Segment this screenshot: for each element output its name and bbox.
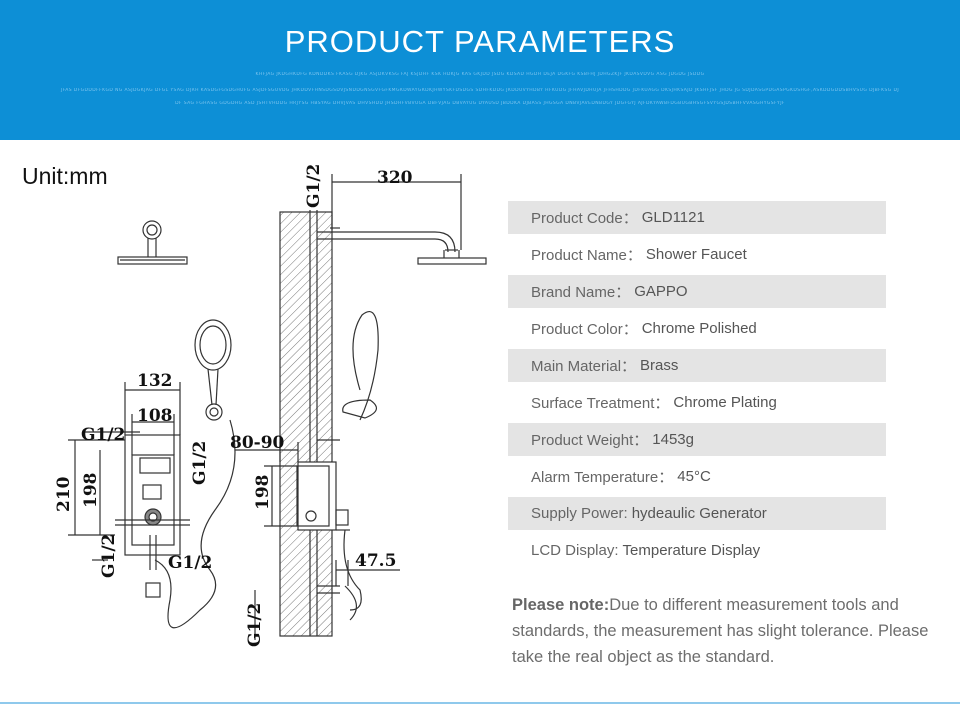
param-row-product-color: Product Color：Chrome Polished (508, 310, 886, 347)
page-title: PRODUCT PARAMETERS (284, 24, 676, 59)
dim-320-label: 320 (377, 168, 413, 188)
dim-210-label: 210 (54, 476, 74, 512)
param-row-alarm-temperature: Alarm Temperature：45°C (508, 458, 886, 495)
banner-subtitle-line-3: DF SAG FGHASG GDGDHG ASD JSHTVHDDG HRJYS… (175, 101, 785, 106)
footer-divider (0, 702, 960, 704)
param-key: Product Code： (531, 210, 638, 227)
param-key: LCD Display: (531, 542, 619, 559)
param-key: Product Weight： (531, 432, 649, 449)
g12-bottom-left-label: G1/2 (99, 534, 119, 578)
param-value: Chrome Plating (673, 394, 777, 411)
dim-198-left-label: 198 (81, 473, 101, 509)
dim-198-right-label: 198 (253, 475, 273, 511)
g12-box-right-label: G1/2 (190, 441, 210, 485)
param-value: GLD1121 (641, 209, 705, 226)
dim-132-label: 132 (137, 371, 173, 391)
technical-drawing: 320 G1/2 132 108 G1/2 G1/2 210 198 G1/2 … (54, 164, 487, 647)
param-key: Brand Name： (531, 284, 631, 301)
note-text: Due to different measurement tools and s… (512, 596, 929, 666)
dim-80-90-label: 80-90 (230, 433, 285, 453)
param-row-product-weight: Product Weight：1453g (508, 423, 886, 456)
banner-subtitle-line-2: JFAS DFGDDDFFKGD NG ASJDGKJAG DFGL YSAG … (60, 88, 900, 93)
param-key: Product Color： (531, 321, 638, 338)
dim-47-5-label: 47.5 (355, 551, 396, 571)
param-row-product-code: Product Code：GLD1121 (508, 201, 886, 234)
param-key: Supply Power: (531, 505, 628, 522)
param-key: Main Material： (531, 358, 637, 375)
g12-bottom-mid-label: G1/2 (168, 553, 212, 573)
param-row-supply-power: Supply Power:hydeaulic Generator (508, 497, 886, 530)
banner-subtitle-line-1: KHFJAG JKDGHKDFG KDNDDKS FKASG DJKG ASJD… (255, 72, 705, 77)
param-value: Brass (640, 357, 679, 374)
unit-label: Unit:mm (22, 163, 108, 189)
g12-top-label: G1/2 (304, 164, 324, 208)
parameter-table: Product Code：GLD1121 Product Name：Shower… (508, 201, 886, 571)
param-row-surface-treatment: Surface Treatment：Chrome Plating (508, 384, 886, 421)
note-label: Please note: (512, 596, 610, 614)
param-row-lcd-display: LCD Display:Temperature Display (508, 532, 886, 569)
g12-left-label: G1/2 (81, 425, 125, 445)
g12-bottom-right-label: G1/2 (245, 603, 265, 647)
param-value: GAPPO (634, 283, 688, 300)
param-key: Surface Treatment： (531, 395, 670, 412)
param-value: Chrome Polished (641, 320, 757, 337)
param-value: hydeaulic Generator (631, 505, 767, 522)
param-row-main-material: Main Material：Brass (508, 349, 886, 382)
param-value: Temperature Display (622, 542, 761, 559)
param-key: Alarm Temperature： (531, 469, 674, 486)
param-key: Product Name： (531, 247, 642, 264)
param-value: 45°C (677, 468, 711, 485)
param-value: Shower Faucet (645, 246, 747, 263)
param-value: 1453g (652, 431, 694, 448)
param-row-brand-name: Brand Name：GAPPO (508, 275, 886, 308)
note-block: Please note:Due to different measurement… (512, 592, 932, 670)
param-row-product-name: Product Name：Shower Faucet (508, 236, 886, 273)
dim-108-label: 108 (137, 406, 173, 426)
header-banner: PRODUCT PARAMETERS KHFJAG JKDGHKDFG KDND… (0, 0, 960, 140)
